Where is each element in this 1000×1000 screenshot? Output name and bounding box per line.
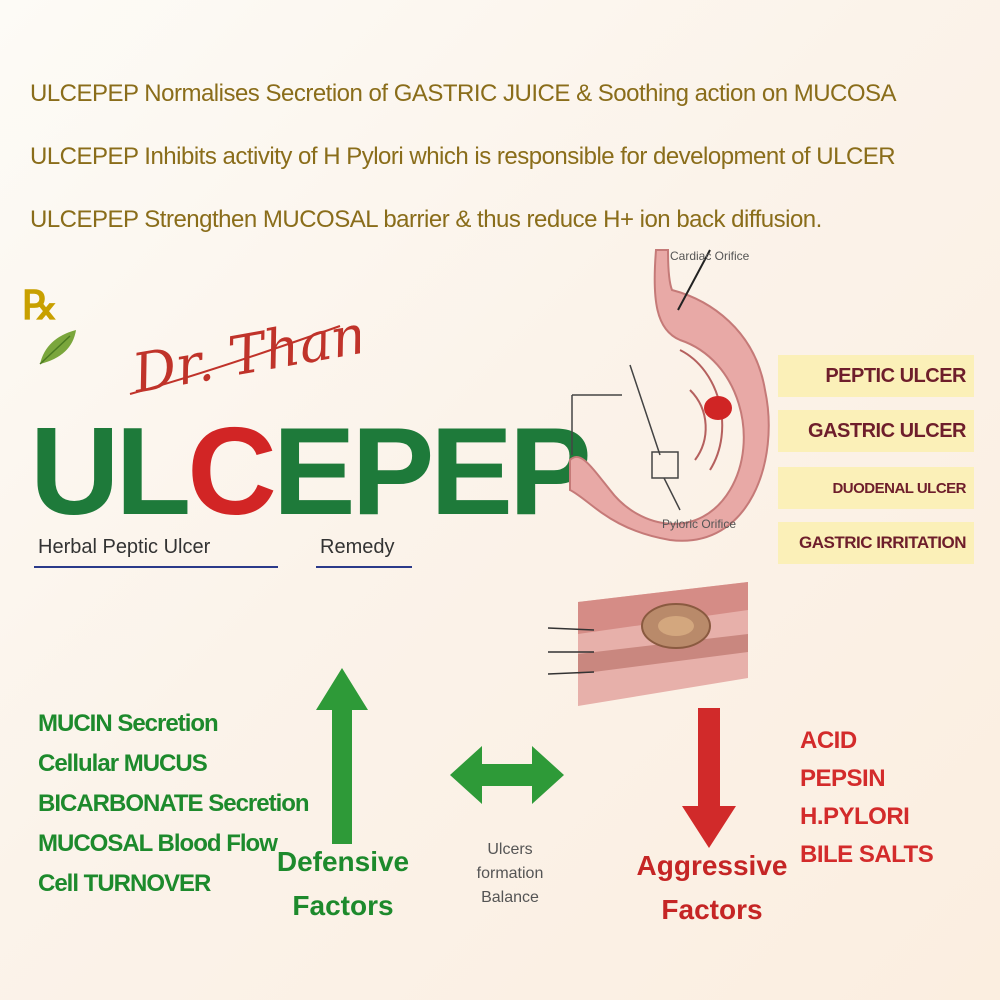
aggressive-factor-list: ACID PEPSIN H.PYLORI BILE SALTS [800,722,934,874]
tagline-right: Remedy [320,536,395,558]
condition-gastric-ulcer: GASTRIC ULCER [778,410,974,452]
condition-peptic-ulcer: PEPTIC ULCER [778,355,974,397]
double-arrow-icon [450,746,564,804]
leaf-icon [39,330,76,365]
claim-3: ULCEPEP Strengthen MUCOSAL barrier & thu… [30,206,822,233]
claim-1: ULCEPEP Normalises Secretion of GASTRIC … [30,80,897,107]
defensive-item: BICARBONATE Secretion [38,790,310,817]
brand-part-1: UL [30,403,191,541]
defensive-item: MUCOSAL Blood Flow [38,830,278,857]
balance-label-line-1: Ulcers [487,841,533,858]
balance-label-line-2: formation [476,865,544,882]
defensive-label-line-1: Defensive [276,846,410,877]
down-arrow-icon [682,708,736,848]
balance-label-line-3: Balance [481,889,539,906]
aggressive-item: ACID [800,727,857,754]
condition-gastric-irritation: GASTRIC IRRITATION [778,522,974,564]
aggressive-label-line-1: Aggressive [636,850,788,881]
aggressive-label-line-2: Factors [661,894,763,925]
label-cardiac-orifice: Cardiac Orifice [670,249,750,263]
stomach-illustration [569,249,770,542]
tagline-underline-left [34,566,278,568]
aggressive-item: H.PYLORI [800,803,910,830]
balance-label: Ulcers formation Balance [450,838,570,910]
aggressive-item: BILE SALTS [800,841,934,868]
brand-part-3: EPEP [272,403,592,541]
defensive-label-line-2: Factors [292,890,394,921]
brand-part-2: C [187,403,277,541]
signature-text: Dr. Thangs [127,298,360,406]
defensive-item: Cellular MUCUS [38,750,208,777]
claim-2: ULCEPEP Inhibits activity of H Pylori wh… [30,143,896,170]
tagline-left: Herbal Peptic Ulcer [38,536,211,558]
condition-duodenal-ulcer: DUODENAL ULCER [778,467,974,509]
defensive-factors-label: Defensive Factors [268,840,418,928]
tissue-section-illustration [548,582,748,706]
defensive-factor-list: MUCIN Secretion Cellular MUCUS BICARBONA… [38,704,310,904]
defensive-item: MUCIN Secretion [38,710,219,737]
aggressive-item: PEPSIN [800,765,886,792]
tagline-underline-right [316,566,412,568]
signature: Dr. Thangs [127,298,360,406]
label-pyloric-orifice: Pyloric Orifice [662,517,737,531]
up-arrow-icon [316,668,368,844]
rx-symbol: ℞ [22,282,58,329]
defensive-item: Cell TURNOVER [38,870,211,897]
aggressive-factors-label: Aggressive Factors [632,844,792,932]
brand-name: ULCEPEP [30,410,592,534]
